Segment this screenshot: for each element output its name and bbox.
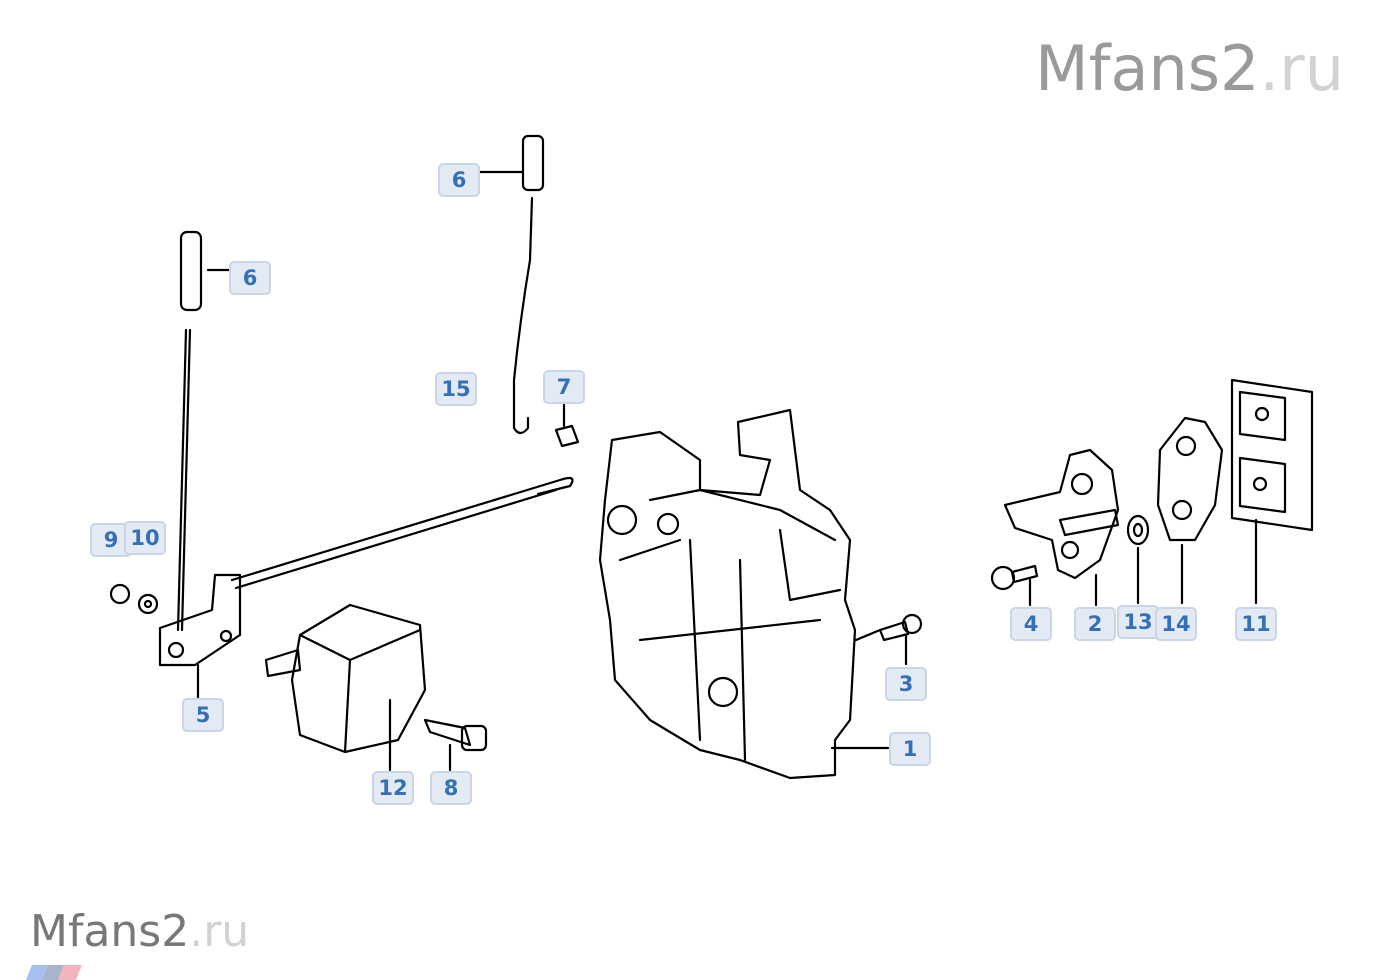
watermark-top: Mfans2.ru [1035,32,1344,105]
bolt-8 [423,718,472,747]
callout-10[interactable]: 10 [124,521,166,555]
striker-2 [1003,448,1120,607]
cage-nut-11 [1230,378,1314,532]
callout-1[interactable]: 1 [889,732,931,766]
callout-5[interactable]: 5 [182,698,224,732]
callout-15[interactable]: 15 [435,372,477,406]
lever-5 [158,573,242,667]
m-stripes-logo [26,965,82,980]
callout-7[interactable]: 7 [543,370,585,404]
watermark-tld: .ru [1259,32,1345,105]
lock-knob-6-top [477,134,545,435]
callout-13[interactable]: 13 [1117,605,1159,639]
callout-2[interactable]: 2 [1074,607,1116,641]
callout-14[interactable]: 14 [1155,607,1197,641]
linkage-rod [230,476,574,590]
bracket-12 [290,603,427,754]
plate-14 [1156,416,1224,542]
callout-6-top[interactable]: 6 [438,163,480,197]
callout-4[interactable]: 4 [1010,607,1052,641]
door-lock-1 [598,408,890,780]
watermark-bottom: Mfans2.ru [30,906,249,957]
watermark-tld: .ru [189,906,250,957]
watermark-brand: Mfans2 [1035,32,1260,105]
callout-6-left[interactable]: 6 [229,261,271,295]
watermark-brand: Mfans2 [30,906,190,957]
lock-knob-6-left [176,230,232,632]
callout-12[interactable]: 12 [372,771,414,805]
callout-3[interactable]: 3 [885,667,927,701]
callout-11[interactable]: 11 [1235,607,1277,641]
callout-8[interactable]: 8 [430,771,472,805]
